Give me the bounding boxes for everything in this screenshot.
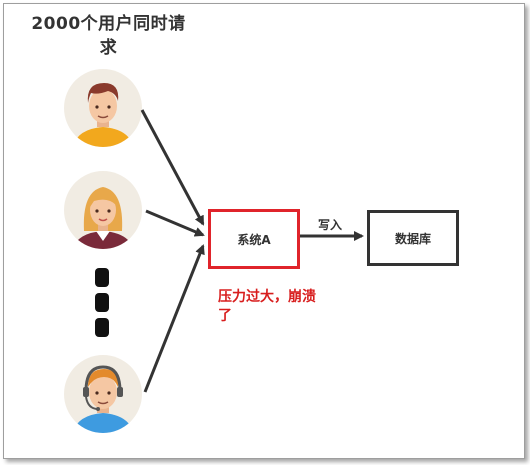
overload-note: 压力过大，崩溃了 — [218, 289, 316, 324]
user2-to-system-arrow — [145, 209, 205, 237]
ellipsis-dot — [95, 318, 109, 337]
write-label: 写入 — [318, 218, 343, 232]
female-user-avatar-icon — [64, 171, 142, 249]
diagram-title: 2000个用户同时请求 — [31, 14, 186, 58]
ellipsis-dot — [95, 293, 109, 312]
database-label: 数据库 — [394, 231, 431, 246]
headset-user-avatar-icon — [64, 355, 142, 433]
user1-to-system-arrow — [140, 109, 205, 226]
male-user-avatar-icon — [64, 69, 142, 147]
system-a-box: 系统A — [208, 209, 300, 269]
ellipsis-dot — [95, 268, 109, 287]
system-a-label: 系统A — [237, 232, 271, 247]
database-box: 数据库 — [367, 210, 459, 266]
user3-to-system-arrow — [143, 244, 205, 393]
